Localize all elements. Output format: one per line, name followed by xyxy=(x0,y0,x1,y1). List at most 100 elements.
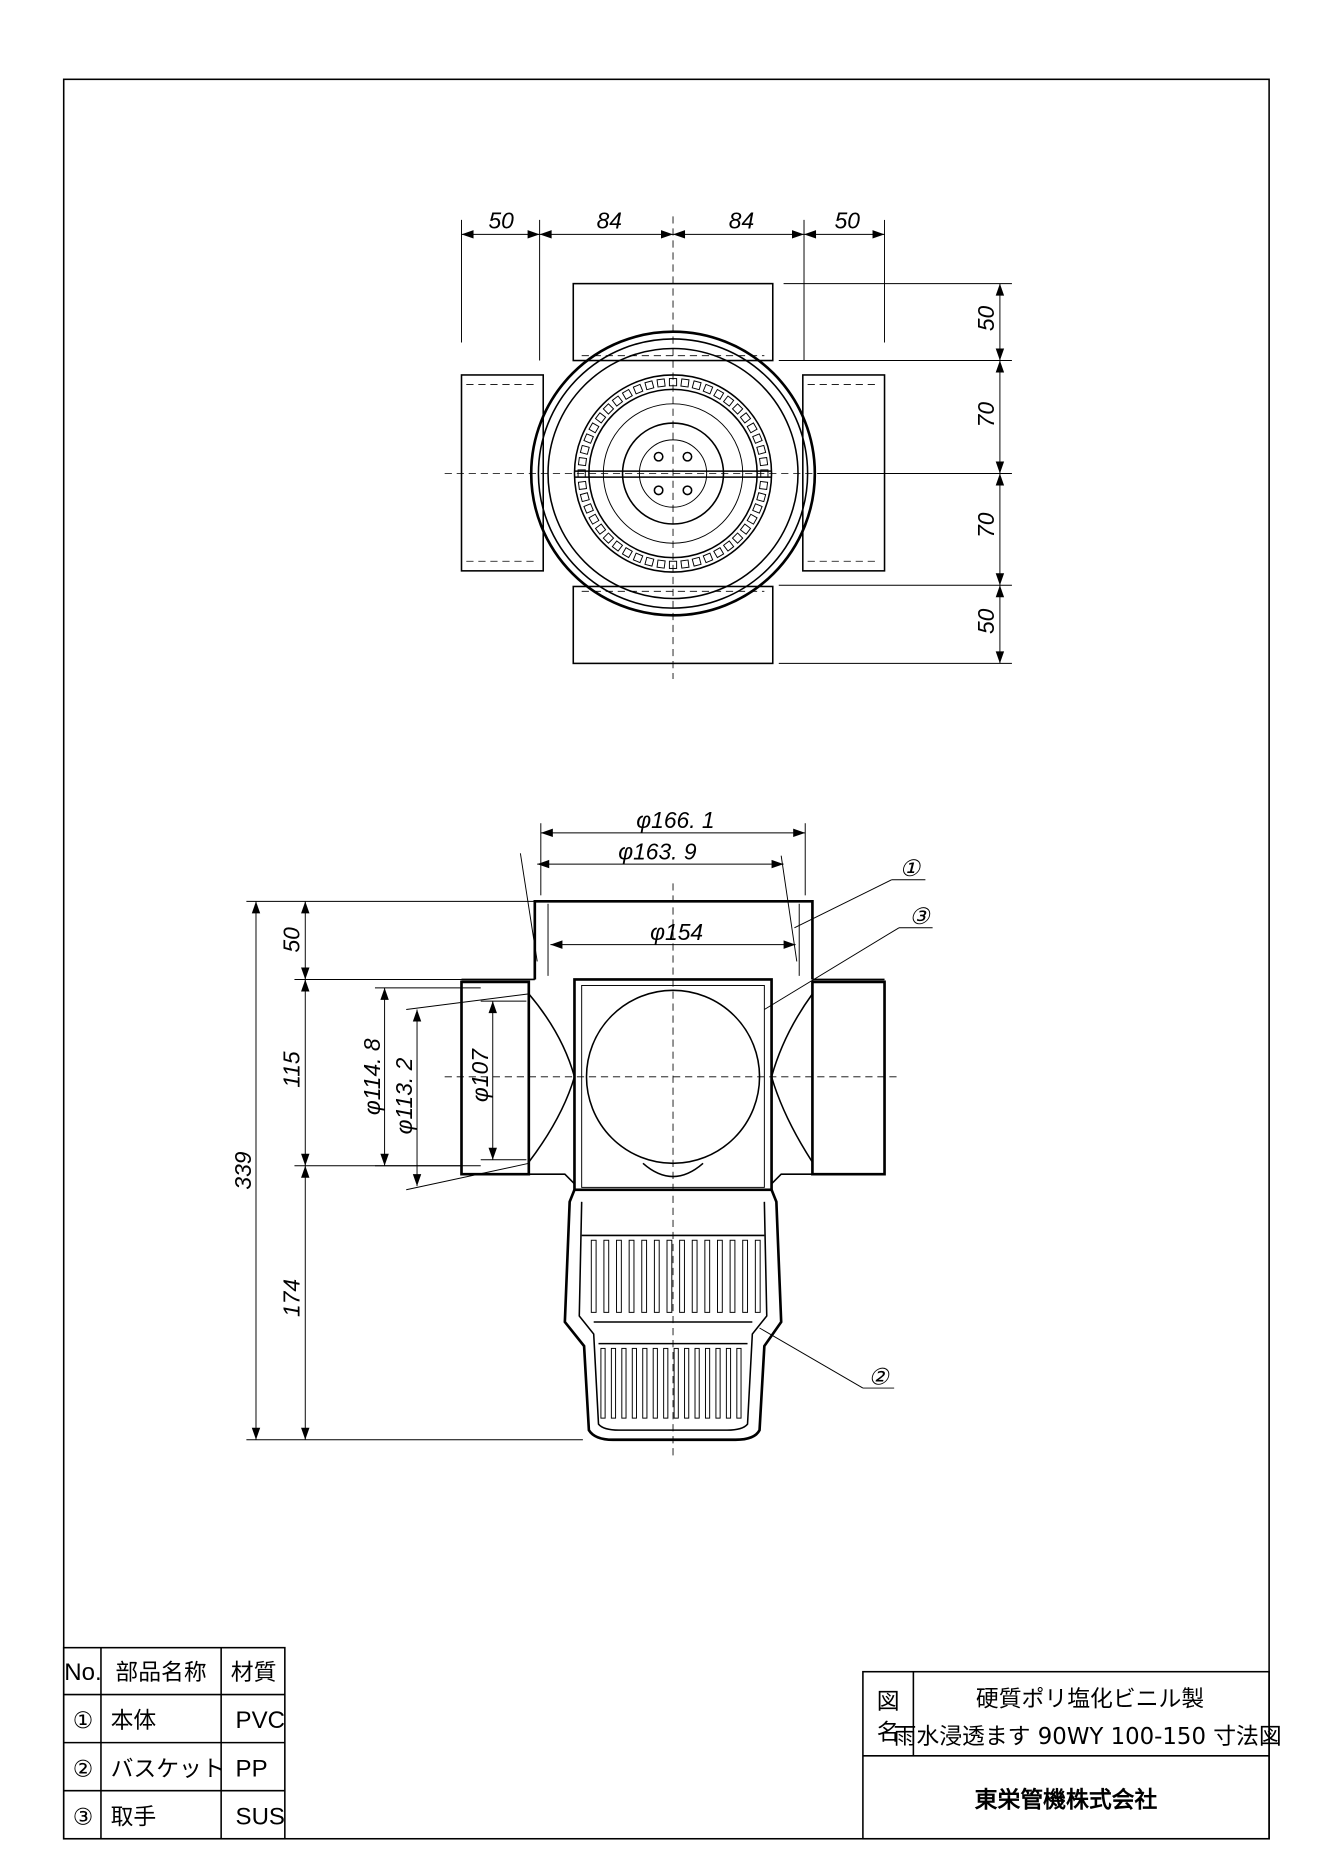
basket-slot xyxy=(742,1239,749,1313)
dim-top-1: 50 xyxy=(488,207,514,233)
basket-tooth xyxy=(722,540,735,552)
dim-top-3: 84 xyxy=(729,207,754,233)
dim-height-339: 339 xyxy=(230,1151,256,1189)
row2-material: PP xyxy=(236,1755,268,1782)
basket-tooth xyxy=(656,559,666,569)
top-socket xyxy=(533,900,814,980)
basket-tooth xyxy=(722,395,735,407)
basket-tooth xyxy=(621,388,633,400)
dim-dia-154: φ154 xyxy=(650,919,703,945)
title-block: 図 名 硬質ポリ塩化ビニル製 雨水浸透ます 90WY 100-150 寸法図 東… xyxy=(862,1670,1282,1840)
basket-tooth xyxy=(594,523,607,535)
basket-tooth xyxy=(713,388,725,400)
top-view: 50 84 84 50 50 70 70 50 xyxy=(444,207,1012,680)
row2-no: ② xyxy=(73,1756,93,1782)
dim-dia-107: φ107 xyxy=(467,1048,493,1102)
top-view-dimensions: 50 84 84 50 50 70 70 50 xyxy=(461,207,1012,664)
basket-tooth xyxy=(602,532,615,544)
basket-slot xyxy=(616,1239,622,1313)
basket-slot xyxy=(754,1239,761,1313)
basket-slot xyxy=(704,1239,711,1313)
dim-top-4: 50 xyxy=(835,207,861,233)
side-view: φ166. 1 φ163. 9 φ154 339 50 115 174 φ114… xyxy=(230,807,933,1457)
basket-slot xyxy=(684,1347,690,1419)
row1-no: ① xyxy=(73,1708,93,1734)
basket-slot xyxy=(729,1239,736,1313)
basket-tooth xyxy=(691,556,702,567)
callouts: ① ③ ② xyxy=(759,855,933,1389)
basket-tooth xyxy=(668,560,678,569)
basket-slot xyxy=(642,1347,648,1419)
basket-tooth xyxy=(756,444,767,455)
basket-tooth xyxy=(680,559,690,569)
basket-tooth xyxy=(752,433,763,444)
basket-tooth xyxy=(583,503,594,514)
basket-slot xyxy=(691,1239,698,1313)
dim-dia-114: φ114. 8 xyxy=(359,1038,385,1115)
callout-1: ① xyxy=(900,855,922,881)
basket-tooth xyxy=(579,444,590,455)
basket-slot xyxy=(663,1347,669,1419)
basket-slot xyxy=(653,1239,660,1313)
header-no: No. xyxy=(64,1659,101,1686)
dim-height-50: 50 xyxy=(278,927,304,953)
basket-tooth xyxy=(680,378,690,388)
basket-outer xyxy=(573,374,773,573)
basket-tooth xyxy=(583,433,594,444)
header-material: 材質 xyxy=(231,1660,277,1686)
basket-tooth xyxy=(632,383,644,395)
dim-dia-166: φ166. 1 xyxy=(636,807,714,833)
dim-right-1: 50 xyxy=(973,305,999,331)
drawing-title-line2: 雨水浸透ます 90WY 100-150 寸法図 xyxy=(894,1724,1282,1750)
dim-right-3: 70 xyxy=(973,512,999,538)
side-view-dimensions: φ166. 1 φ163. 9 φ154 339 50 115 174 φ114… xyxy=(230,807,806,1441)
dim-dia-163: φ163. 9 xyxy=(618,838,697,864)
dim-height-174: 174 xyxy=(278,1279,304,1317)
basket-tooth xyxy=(632,552,644,564)
left-pipe xyxy=(460,374,545,572)
basket-slot xyxy=(628,1239,635,1313)
basket-teeth xyxy=(577,378,769,569)
basket-slot xyxy=(717,1239,723,1313)
basket-slots xyxy=(590,1239,761,1419)
basket-slot xyxy=(725,1347,732,1419)
basket-slot xyxy=(673,1347,679,1419)
basket-slot xyxy=(631,1347,637,1419)
callout-2: ② xyxy=(868,1363,890,1389)
basket-slot xyxy=(679,1239,685,1313)
basket-slot xyxy=(704,1347,711,1419)
basket-tooth xyxy=(702,552,714,564)
title-label-2: 名 xyxy=(877,1720,900,1746)
row1-name: 本体 xyxy=(111,1708,157,1734)
basket-tooth xyxy=(731,532,744,544)
basket-tooth xyxy=(758,457,769,467)
parts-table: No. 部品名称 材質 ① 本体 PVC ② バスケット PP ③ 取手 SUS xyxy=(62,1646,286,1840)
basket-tooth xyxy=(577,457,588,467)
basket-tooth xyxy=(577,480,588,491)
basket-slot xyxy=(603,1239,610,1313)
header-part-name: 部品名称 xyxy=(115,1660,206,1686)
basket-slot xyxy=(600,1347,606,1419)
basket-slot xyxy=(641,1239,648,1313)
row1-material: PVC xyxy=(236,1707,285,1734)
basket-slot xyxy=(652,1347,658,1419)
basket-tooth xyxy=(579,492,590,503)
title-label-1: 図 xyxy=(877,1689,900,1715)
basket-tooth xyxy=(752,503,763,514)
basket-tooth xyxy=(758,480,769,491)
row2-name: バスケット xyxy=(111,1756,225,1782)
callout-3: ③ xyxy=(909,903,931,929)
basket-slot xyxy=(621,1347,627,1419)
basket-tooth xyxy=(644,556,655,567)
drawing-title-line1: 硬質ポリ塩化ビニル製 xyxy=(976,1687,1204,1713)
row3-no: ③ xyxy=(73,1804,93,1830)
basket-tooth xyxy=(731,403,744,415)
basket-tooth xyxy=(602,403,615,415)
handle-circle xyxy=(585,989,761,1165)
basket-tooth xyxy=(588,422,600,434)
dim-top-2: 84 xyxy=(597,207,622,233)
row3-material: SUS xyxy=(236,1803,285,1830)
basket-tooth xyxy=(656,378,666,388)
dim-dia-113: φ113. 2 xyxy=(391,1057,417,1134)
